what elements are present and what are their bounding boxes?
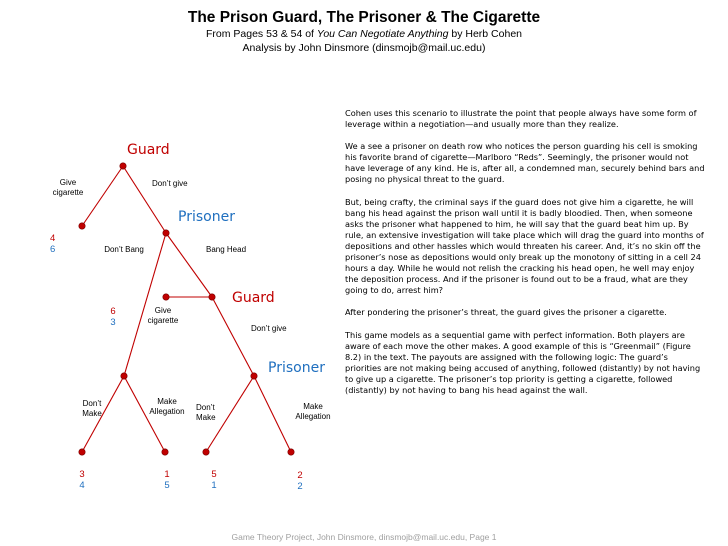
tree-edge	[123, 375, 166, 453]
tree-edge	[205, 375, 255, 453]
terminal-node	[202, 448, 210, 456]
guard-payoff: 3	[79, 469, 84, 480]
tree-edge	[81, 165, 124, 227]
terminal-node	[78, 222, 86, 230]
tree-edge	[165, 232, 213, 298]
guard-payoff: 2	[297, 470, 302, 481]
decision-node	[250, 372, 258, 380]
player-label: Prisoner	[268, 360, 325, 376]
decision-node	[208, 293, 216, 301]
decision-node	[119, 162, 127, 170]
edge-label: Don’t give	[251, 324, 287, 333]
prisoner-payoff: 4	[79, 480, 84, 491]
source-line: From Pages 53 & 54 of You Can Negotiate …	[0, 27, 728, 41]
paragraph: But, being crafty, the criminal says if …	[345, 196, 704, 296]
guard-payoff: 4	[50, 233, 55, 244]
paragraph: We a see a prisoner on death row who not…	[345, 141, 705, 185]
edge-label: Don’t give	[152, 179, 188, 188]
explanation-text: Cohen uses this scenario to illustrate t…	[345, 108, 705, 407]
terminal-node	[78, 448, 86, 456]
guard-payoff: 6	[110, 306, 115, 317]
prisoner-payoff: 3	[110, 317, 115, 328]
edge-label: Don’t Bang	[104, 245, 144, 254]
tree-edge	[123, 232, 167, 377]
guard-payoff: 5	[211, 469, 216, 480]
source-suffix: by Herb Cohen	[448, 28, 522, 40]
payoff: 46	[50, 233, 55, 255]
prisoner-payoff: 2	[297, 481, 302, 492]
prisoner-payoff: 6	[50, 244, 55, 255]
tree-edge	[81, 375, 125, 453]
prisoner-payoff: 5	[164, 480, 169, 491]
payoff: 22	[297, 470, 302, 492]
payoff: 63	[110, 306, 115, 328]
prisoner-payoff: 1	[211, 480, 216, 491]
page-footer: Game Theory Project, John Dinsmore, dins…	[231, 532, 497, 542]
header: The Prison Guard, The Prisoner & The Cig…	[0, 8, 728, 55]
terminal-node	[287, 448, 295, 456]
guard-payoff: 1	[164, 469, 169, 480]
player-label: Guard	[127, 142, 170, 158]
terminal-node	[161, 448, 169, 456]
payoff: 51	[211, 469, 216, 491]
page-title: The Prison Guard, The Prisoner & The Cig…	[187, 9, 541, 26]
terminal-node	[162, 293, 170, 301]
payoff: 34	[79, 469, 84, 491]
payoff: 15	[164, 469, 169, 491]
player-label: Prisoner	[178, 209, 235, 225]
tree-edge	[122, 165, 167, 234]
decision-node	[120, 372, 128, 380]
analysis-credit: Analysis by John Dinsmore (dinsmojb@mail…	[242, 42, 486, 54]
tree-edge	[211, 296, 255, 377]
paragraph: This game models as a sequential game wi…	[345, 329, 701, 395]
paragraph: After pondering the prisoner’s threat, t…	[345, 307, 667, 318]
book-title: You Can Negotiate Anything	[316, 28, 449, 40]
tree-edge	[253, 375, 292, 453]
edge-label: Bang Head	[206, 245, 246, 254]
decision-node	[162, 229, 170, 237]
source-prefix: From Pages 53 & 54 of	[206, 28, 317, 40]
paragraph: Cohen uses this scenario to illustrate t…	[345, 108, 697, 130]
player-label: Guard	[232, 290, 275, 306]
